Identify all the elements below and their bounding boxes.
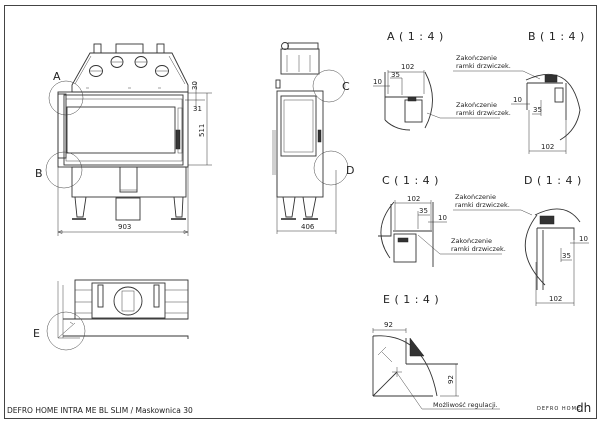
callout-label-c: C — [342, 80, 350, 93]
detail-e-title: E ( 1 : 4 ) — [383, 293, 439, 306]
callout-label-e: E — [33, 327, 40, 340]
detail-b-dim-10: 10 — [513, 96, 522, 104]
title-block: DEFRO HOME INTRA ME BL SLIM / Maskownica… — [7, 406, 193, 415]
detail-d-title: D ( 1 : 4 ) — [524, 174, 582, 187]
detail-b-dim-35: 35 — [533, 106, 542, 114]
dim-height: 511 — [198, 124, 206, 137]
logo-mark: dh — [576, 401, 591, 415]
detail-a-dim-102: 102 — [401, 63, 414, 71]
side-view: C D 406 — [272, 42, 354, 234]
detail-c-title: C ( 1 : 4 ) — [382, 174, 439, 187]
detail-e: E ( 1 : 4 ) 92 92 Możliwość regulacji. — [372, 293, 500, 410]
detail-a-title: A ( 1 : 4 ) — [387, 30, 444, 43]
detail-d: D ( 1 : 4 ) 10 35 102 — [524, 174, 589, 306]
dim-depth: 406 — [301, 223, 315, 231]
detail-b: B ( 1 : 4 ) Zakończenie ramki drzwiczek.… — [453, 30, 585, 154]
detail-a-note-1: Zakończenie — [456, 101, 497, 109]
detail-c-note2-1: Zakończenie — [451, 237, 492, 245]
detail-d-dim-102: 102 — [549, 295, 562, 303]
detail-d-dim-35: 35 — [562, 252, 571, 260]
detail-b-title: B ( 1 : 4 ) — [528, 30, 585, 43]
callout-label-d: D — [346, 164, 354, 177]
detail-c-note-2: ramki drzwiczek. — [455, 201, 510, 209]
callout-label-a: A — [53, 70, 61, 83]
detail-c: C ( 1 : 4 ) 102 35 10 Zakończenie ramki … — [378, 174, 533, 267]
detail-d-dim-10: 10 — [579, 235, 588, 243]
detail-e-note: Możliwość regulacji. — [433, 401, 498, 409]
detail-a-note-2: ramki drzwiczek. — [456, 109, 511, 117]
defro-home-logo: DEFRO HOME dh — [537, 401, 591, 415]
detail-e-dim-92-h: 92 — [384, 321, 393, 329]
dim-width: 903 — [118, 223, 131, 231]
sheet-frame — [4, 5, 597, 419]
detail-a: A ( 1 : 4 ) 102 35 10 Zakończenie ramki … — [373, 30, 511, 131]
dim-inner-offset: 31 — [193, 105, 202, 113]
detail-b-note-1: Zakończenie — [456, 54, 497, 62]
top-view: E — [33, 279, 189, 351]
detail-c-note2-2: ramki drzwiczek. — [451, 245, 506, 253]
front-view: A B 903 511 30 31 — [35, 43, 212, 236]
detail-a-dim-10: 10 — [373, 78, 382, 86]
detail-c-note-1: Zakończenie — [455, 193, 496, 201]
detail-a-dim-35: 35 — [391, 71, 400, 79]
detail-c-dim-35: 35 — [419, 207, 428, 215]
logo-text: DEFRO HOME — [537, 406, 581, 412]
callout-label-b: B — [35, 167, 43, 180]
dim-top-offset: 30 — [191, 81, 199, 90]
detail-e-dim-92-v: 92 — [447, 375, 455, 384]
detail-b-dim-102: 102 — [541, 143, 554, 151]
detail-b-note-2: ramki drzwiczek. — [456, 62, 511, 70]
detail-c-dim-10: 10 — [438, 214, 447, 222]
detail-c-dim-102: 102 — [407, 195, 420, 203]
